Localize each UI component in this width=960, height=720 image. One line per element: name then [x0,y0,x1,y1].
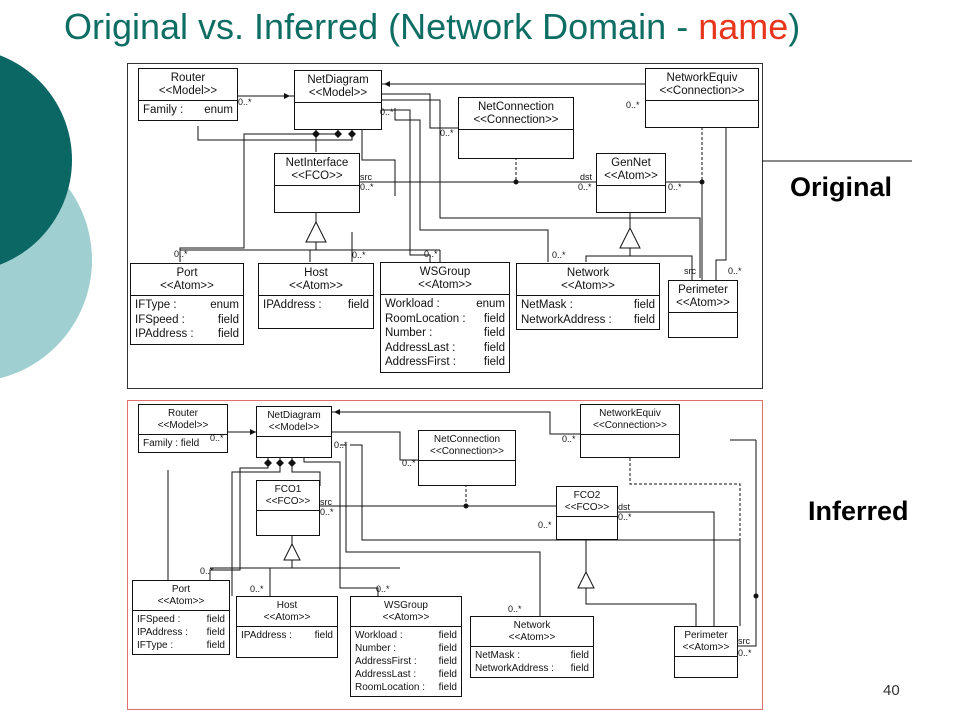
inferred-wsgroup-class: WSGroup<<Atom>> Workload :field Number :… [350,596,462,697]
attribute-row: AddressFirst :field [355,656,457,667]
multiplicity-label: 0..* [728,266,742,276]
title-highlight: name [698,6,789,47]
multiplicity-label: 0..* [320,507,334,517]
attribute-row: IPAddress :field [263,299,369,311]
attribute-row: IPAddress :field [135,328,239,340]
original-gennet-class: GenNet<<Atom>> [596,153,666,213]
inferred-port-class: Port<<Atom>> IFSpeed :field IPAddress :f… [132,580,230,655]
original-port-class: Port<<Atom>> IFType :enum IFSpeed :field… [130,263,244,345]
multiplicity-label: 0..* [578,182,592,192]
multiplicity-label: 0..* [440,128,454,138]
original-host-class: Host<<Atom>> IPAddress :field [258,263,374,329]
multiplicity-label: 0..* [376,584,390,594]
inferred-fco2-class: FCO2<<FCO>> [556,486,618,540]
multiplicity-label: 0..* [552,250,566,260]
multiplicity-label: 0..* [250,584,264,594]
multiplicity-label: 0..* [508,604,522,614]
attribute-row: Family :enum [143,104,233,116]
original-router-class: Router<<Model>> Family :enum [138,68,238,121]
role-label: dst [618,502,631,512]
multiplicity-label: 0..* [424,249,438,259]
original-netdiagram-class: NetDiagram<<Model>> [294,70,382,130]
multiplicity-label: 0..* [210,433,224,443]
inferred-netconnection-class: NetConnection<<Connection>> [418,430,516,486]
attribute-row: AddressLast :field [355,669,457,680]
multiplicity-label: 0..* [626,100,640,110]
attribute-row: Workload :field [355,630,457,641]
attribute-row: NetworkAddress :field [521,313,655,326]
original-netinterface-class: NetInterface<<FCO>> [274,153,360,213]
multiplicity-label: 0..* [334,440,348,450]
multiplicity-label: 0..* [738,648,752,658]
original-perimeter-class: Perimeter<<Atom>> [668,280,738,338]
role-label: src [738,636,750,646]
attribute-row: RoomLocation :field [355,682,457,693]
multiplicity-label: 0..* [200,566,214,576]
inferred-label: Inferred [808,496,909,526]
attribute-row: NetMask :field [475,650,589,661]
multiplicity-label: 0..* [562,434,576,444]
multiplicity-label: 0..* [402,458,416,468]
role-label: dst [580,172,593,182]
multiplicity-label: 0..* [380,107,394,117]
attribute-row: IFSpeed :field [135,313,239,326]
original-label: Original [790,172,893,202]
attribute-row: NetMask :field [521,299,655,311]
attribute-row: IFType :enum [135,299,239,311]
inferred-netdiagram-class: NetDiagram<<Model>> [256,406,332,458]
role-label: src [320,497,332,507]
original-wsgroup-class: WSGroup<<Atom>> Workload :enum RoomLocat… [380,262,510,373]
attribute-row: IPAddress :field [137,627,225,638]
multiplicity-label: 0..* [618,512,632,522]
multiplicity-label: 0..* [238,97,252,107]
attribute-row: RoomLocation :field [385,312,505,325]
multiplicity-label: 0..* [538,520,552,530]
attribute-row: Number :field [385,327,505,339]
role-label: src [360,172,372,182]
multiplicity-label: 0..* [352,250,366,260]
attribute-row: AddressFirst :field [385,356,505,368]
inferred-networkequiv-class: NetworkEquiv<<Connection>> [580,404,680,458]
attribute-row: IFSpeed :field [137,614,225,625]
attribute-row: IPAddress :field [241,630,333,641]
original-netconnection-class: NetConnection<<Connection>> [458,97,574,159]
slide-title: Original vs. Inferred (Network Domain - … [64,6,801,47]
original-network-class: Network<<Atom>> NetMask :field NetworkAd… [516,263,660,330]
multiplicity-label: 0..* [174,249,188,259]
original-networkequiv-class: NetworkEquiv<<Connection>> [645,68,759,128]
multiplicity-label: 0..* [668,182,682,192]
attribute-row: Number :field [355,643,457,654]
attribute-row: Workload :enum [385,298,505,310]
attribute-row: NetworkAddress :field [475,663,589,674]
inferred-host-class: Host<<Atom>> IPAddress :field [236,596,338,658]
inferred-network-class: Network<<Atom>> NetMask :field NetworkAd… [470,616,594,678]
attribute-row: AddressLast :field [385,341,505,354]
page-number: 40 [883,682,900,699]
role-label: src [684,266,696,276]
decorative-circles [0,55,92,379]
inferred-perimeter-class: Perimeter<<Atom>> [674,626,738,678]
attribute-row: IFType :field [137,640,225,651]
multiplicity-label: 0..* [360,182,374,192]
attribute-row: Family : field [143,438,200,449]
inferred-fco1-class: FCO1<<FCO>> [256,480,320,536]
inferred-router-class: Router<<Model>> Family : field [138,404,228,453]
